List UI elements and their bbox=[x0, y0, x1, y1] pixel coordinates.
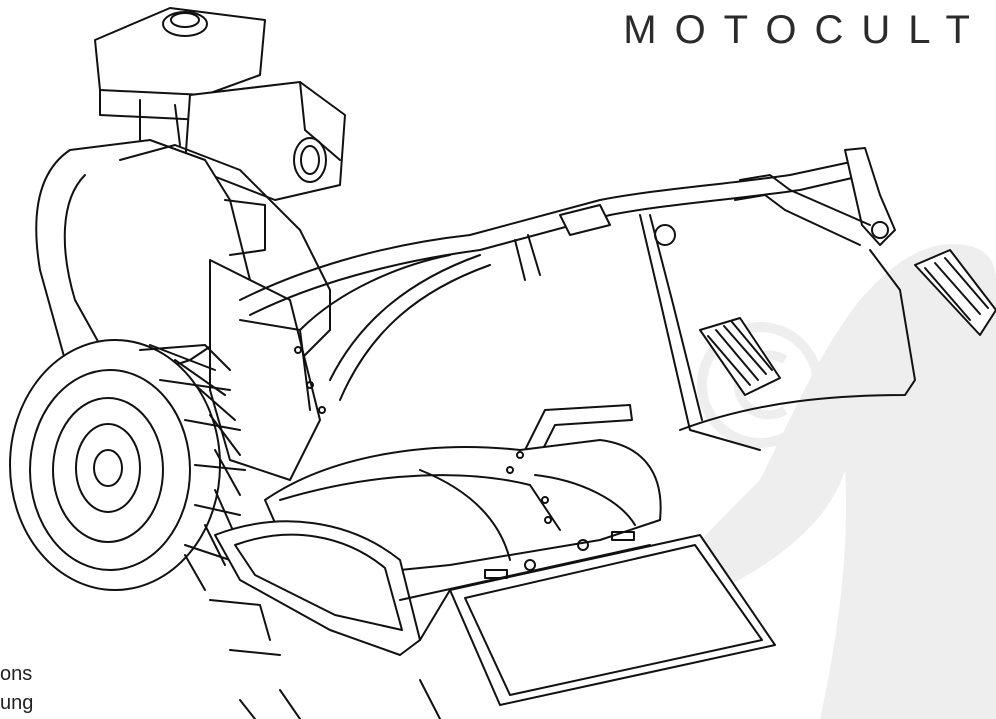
tiller-line-art bbox=[9, 7, 996, 719]
control-lever bbox=[734, 147, 896, 246]
left-grip bbox=[699, 317, 781, 396]
copyright-watermark-icon bbox=[650, 244, 996, 719]
depth-stake bbox=[509, 404, 633, 486]
tines bbox=[209, 599, 441, 719]
caption-line-2: ung bbox=[0, 692, 34, 714]
caption-line-1: ons bbox=[0, 663, 33, 685]
rear-flap bbox=[399, 531, 776, 706]
wheel bbox=[9, 339, 246, 591]
brand-title: MOTOCULT bbox=[623, 8, 988, 52]
transmission bbox=[209, 259, 326, 481]
right-grip bbox=[914, 249, 996, 336]
handlebar bbox=[239, 159, 916, 451]
side-skirt bbox=[214, 520, 421, 656]
